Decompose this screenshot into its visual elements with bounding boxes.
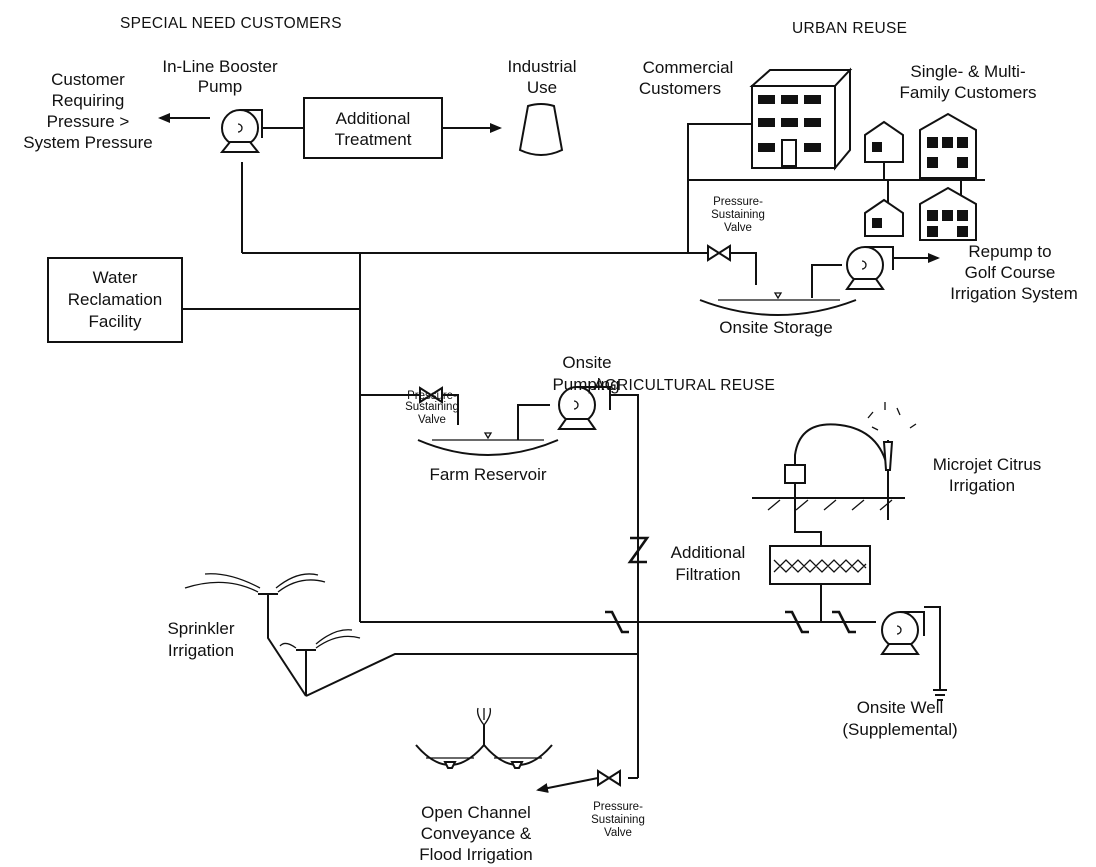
- additional-treatment-box: [303, 97, 443, 159]
- microjet-label-1: Microjet Citrus: [933, 455, 1042, 474]
- section-title-agricultural: AGRICULTURAL REUSE: [594, 377, 775, 394]
- booster-pump-label-1: In-Line Booster: [162, 57, 278, 76]
- psv-channel-label-2: Sustaining: [591, 814, 645, 826]
- sprinkler-label-1: Sprinkler: [167, 619, 234, 638]
- repump-label-1: Repump to: [968, 242, 1051, 261]
- urban-valve-icon: [707, 244, 731, 262]
- customer-pressure-label-2: Requiring: [52, 91, 125, 110]
- farm-reservoir-icon: [417, 432, 559, 456]
- facility-label-3: Facility: [89, 312, 142, 331]
- family-label-2: Family Customers: [900, 83, 1037, 102]
- house-icons: [864, 120, 904, 237]
- onsite-pumping-label-2: Pumping: [552, 375, 619, 394]
- onsite-pumping-icon: [557, 386, 611, 430]
- farm-reservoir-label: Farm Reservoir: [429, 465, 546, 484]
- additional-treatment-label-2: Treatment: [335, 130, 412, 149]
- labels: In-Line Booster Pump Customer Requiring …: [23, 57, 1077, 864]
- section-title-urban: URBAN REUSE: [792, 20, 907, 37]
- psv-urban-label-3: Valve: [724, 222, 752, 234]
- psv-farm-label-3: Valve: [418, 414, 446, 426]
- commercial-building-icon: [749, 67, 853, 171]
- industrial-tank-icon: [518, 103, 564, 156]
- customer-pressure-label-3: Pressure >: [47, 112, 130, 131]
- customer-pressure-label-4: System Pressure: [23, 133, 152, 152]
- onsite-pumping-label-1: Onsite: [562, 353, 611, 372]
- psv-urban-label-2: Sustaining: [711, 209, 765, 221]
- customer-pressure-label-1: Customer: [51, 70, 125, 89]
- psv-farm-label-2: Sustaining: [405, 401, 459, 413]
- booster-pump-icon: [219, 109, 263, 153]
- industrial-use-label-2: Use: [527, 78, 557, 97]
- psv-urban-label-1: Pressure-: [713, 196, 763, 208]
- open-channel-label-3: Flood Irrigation: [419, 845, 532, 864]
- microjet-label-2: Irrigation: [949, 476, 1015, 495]
- additional-treatment-label-1: Additional: [336, 109, 411, 128]
- onsite-well-label-2: (Supplemental): [842, 720, 957, 739]
- well-pump-icon: [880, 611, 925, 655]
- section-title-special: SPECIAL NEED CUSTOMERS: [120, 15, 342, 32]
- channel-valve-icon: [597, 769, 621, 787]
- open-channel-label-1: Open Channel: [421, 803, 531, 822]
- facility-label-2: Reclamation: [68, 290, 163, 309]
- open-channel-label-2: Conveyance &: [421, 824, 532, 843]
- microjet-citrus-icon: [752, 402, 917, 520]
- facility-label-1: Water: [93, 268, 138, 287]
- sprinkler-icon: [184, 573, 361, 660]
- urban-repump-icon: [845, 246, 894, 290]
- psv-farm-label-1: Pressure-: [407, 390, 457, 402]
- psv-channel-label-1: Pressure-: [593, 801, 643, 813]
- onsite-storage-icon: [699, 292, 857, 316]
- flow-arrows: [158, 113, 940, 793]
- additional-filtration-label-2: Filtration: [675, 565, 740, 584]
- open-channel-icon: [415, 707, 553, 769]
- booster-pump-label-2: Pump: [198, 77, 242, 96]
- repump-label-2: Golf Course: [965, 263, 1056, 282]
- onsite-storage-label: Onsite Storage: [719, 318, 832, 337]
- multifamily-icons: [919, 112, 977, 241]
- farm-valve-icon: [419, 386, 443, 404]
- check-valves: [605, 536, 856, 634]
- psv-channel-label-3: Valve: [604, 827, 632, 839]
- onsite-well-label-1: Onsite Well: [857, 698, 944, 717]
- commercial-label-2: Customers: [639, 79, 721, 98]
- water-reclamation-facility-box: [47, 257, 183, 343]
- additional-filtration-label-1: Additional: [671, 543, 746, 562]
- family-label-1: Single- & Multi-: [910, 62, 1025, 81]
- commercial-label-1: Commercial: [643, 58, 734, 77]
- filtration-unit-icon: [769, 545, 871, 585]
- repump-label-3: Irrigation System: [950, 284, 1078, 303]
- sprinkler-label-2: Irrigation: [168, 641, 234, 660]
- industrial-use-label-1: Industrial: [508, 57, 577, 76]
